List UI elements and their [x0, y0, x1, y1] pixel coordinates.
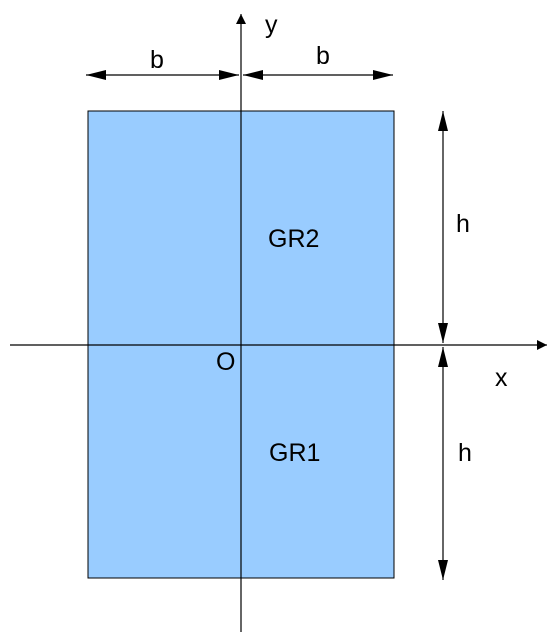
- lower-region-label: GR1: [269, 439, 320, 467]
- origin-label: O: [216, 348, 235, 376]
- left-half-width-label: b: [150, 46, 164, 74]
- lower-height-label: h: [458, 439, 472, 467]
- y-axis-label: y: [265, 11, 278, 39]
- upper-region-label: GR2: [268, 225, 319, 253]
- x-axis-label: x: [495, 364, 508, 392]
- right-half-width-label: b: [316, 42, 330, 70]
- upper-height-label: h: [456, 210, 470, 238]
